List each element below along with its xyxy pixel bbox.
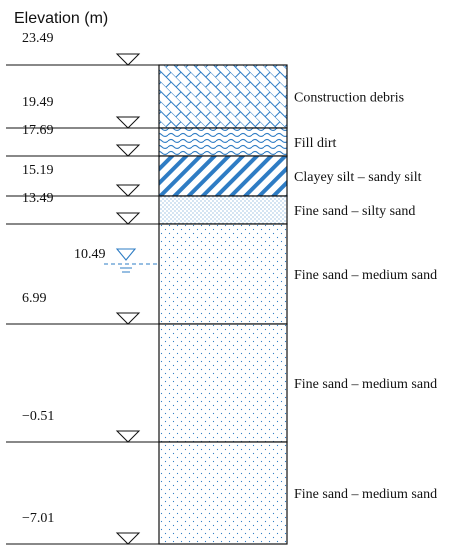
layer-5-fill (158, 223, 288, 325)
elevation-label-5: 13.49 (22, 191, 54, 206)
elevation-triangle-icon (115, 532, 141, 545)
layer-7-fill (158, 441, 288, 545)
elevation-label-7: −0.51 (22, 409, 54, 424)
layer-2-label: Fill dirt (294, 136, 337, 151)
elevation-triangle-icon (115, 53, 141, 66)
layer-3-fill (158, 155, 288, 197)
layer-4-label: Fine sand – silty sand (294, 204, 415, 219)
diagram-title: Elevation (m) (14, 10, 108, 27)
water-table-group: 10.49 (74, 247, 159, 273)
layer-6-fill (158, 323, 288, 443)
layer-1-fill (158, 64, 288, 129)
elevation-label-1: 23.49 (22, 31, 54, 46)
layer-3-label: Clayey silt – sandy silt (294, 170, 422, 185)
elevation-triangle-icon (115, 312, 141, 325)
elevation-label-4: 15.19 (22, 163, 54, 178)
layer-5-label: Fine sand – medium sand (294, 268, 437, 283)
layer-2-fill (158, 127, 288, 157)
elevation-label-2: 19.49 (22, 95, 54, 110)
layer-7-label: Fine sand – medium sand (294, 487, 437, 502)
elevation-markers-group: 23.49 19.49 17.69 15.19 13.49 6.99 −0.51 −7.01 (6, 31, 159, 545)
elevation-triangle-icon (115, 144, 141, 157)
layer-4-fill (158, 195, 288, 225)
layer-6-label: Fine sand – medium sand (294, 377, 437, 392)
water-table-label: 10.49 (74, 247, 106, 262)
elevation-triangle-icon (115, 184, 141, 197)
elevation-triangle-icon (115, 116, 141, 129)
water-table-triangle-icon (115, 248, 137, 261)
elevation-label-8: −7.01 (22, 511, 54, 526)
elevation-triangle-icon (115, 212, 141, 225)
layer-1-label: Construction debris (294, 91, 404, 106)
elevation-label-6: 6.99 (22, 291, 47, 306)
elevation-triangle-icon (115, 430, 141, 443)
elevation-label-3: 17.69 (22, 123, 54, 138)
